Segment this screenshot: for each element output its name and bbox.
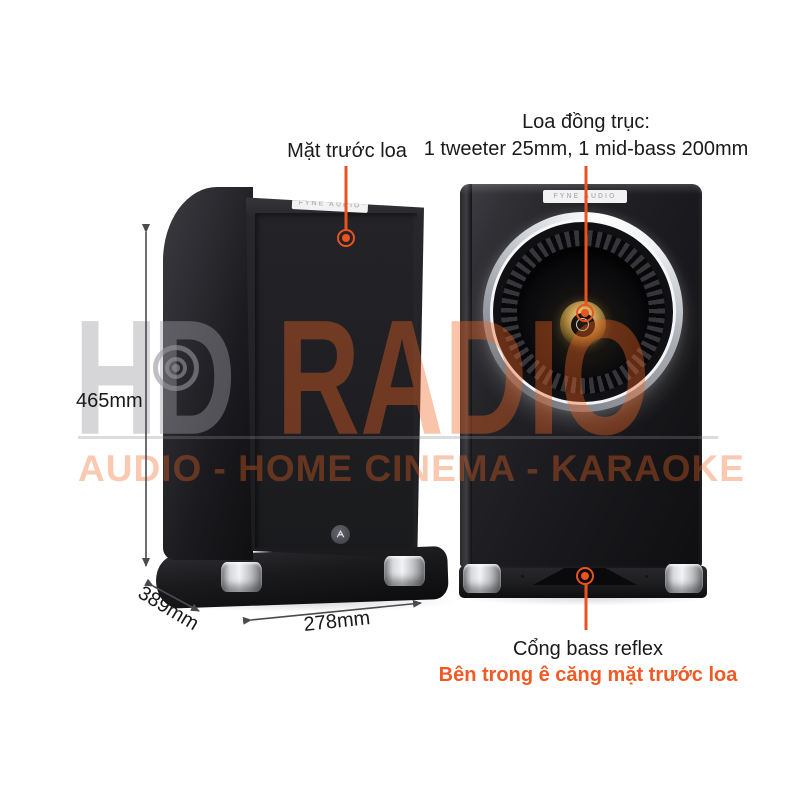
brand-badge: FYNE AUDIO <box>291 197 369 213</box>
camera-lens-icon <box>153 345 199 391</box>
brand-badge-label: FYNE AUDIO <box>553 193 617 200</box>
brand-badge-label: FYNE AUDIO <box>298 199 362 210</box>
watermark-logo-hd: HD <box>74 285 236 469</box>
watermark-tagline: AUDIO - HOME CINEMA - KARAOKE <box>78 448 745 489</box>
coaxial-driver-label-detail: 1 tweeter 25mm, 1 mid-bass 200mm <box>423 138 749 160</box>
coaxial-driver-label-title: Loa đồng trục: <box>522 111 650 133</box>
bass-reflex-note: Bên trong ê căng mặt trước loa <box>438 664 738 686</box>
height-dimension-label: 465mm <box>76 390 143 412</box>
bass-reflex-label: Cổng bass reflex <box>512 638 664 660</box>
fyne-logo-icon <box>331 525 350 544</box>
screw-dot <box>645 575 648 578</box>
right-speaker-cabinet: FYNE AUDIO <box>460 184 702 568</box>
front-panel-label: Mặt trước loa <box>287 140 407 162</box>
speaker-foot <box>463 564 501 593</box>
bass-reflex-label-block: Cổng bass reflex Bên trong ê căng mặt tr… <box>439 636 738 688</box>
left-speaker-front-panel: FYNE AUDIO <box>246 197 424 559</box>
screw-dot <box>521 575 524 578</box>
watermark-divider <box>78 436 718 439</box>
coaxial-driver-label: Loa đồng trục: 1 tweeter 25mm, 1 mid-bas… <box>424 109 749 163</box>
bass-reflex-port <box>533 566 637 585</box>
watermark-logo-radio: RADIO <box>276 285 650 469</box>
speaker-foot <box>221 562 262 592</box>
brand-badge: FYNE AUDIO <box>543 190 627 203</box>
speaker-foot <box>665 564 703 593</box>
speaker-grille <box>255 213 417 548</box>
speaker-foot <box>384 556 425 586</box>
